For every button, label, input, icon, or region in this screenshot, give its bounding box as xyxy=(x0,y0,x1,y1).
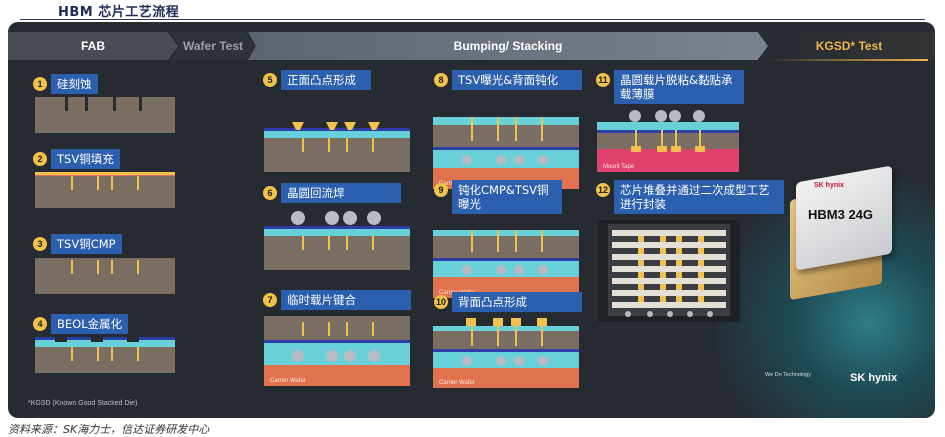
mount-tape-label: Mount Tape xyxy=(603,164,635,170)
wafer-reflow-illustration xyxy=(264,211,410,270)
step-number: 9 xyxy=(434,183,448,197)
step-6: 6 晶圆回流焊 xyxy=(263,183,401,203)
step-label: TSV铜填充 xyxy=(51,149,120,169)
process-flow-panel: FAB Wafer Test Bumping/ Stacking KGSD* T… xyxy=(8,22,935,418)
phase-wafer-test-arrow xyxy=(172,32,254,60)
phase-fab: FAB xyxy=(8,32,178,60)
passivation-cmp-illustration: Carrier Wafer xyxy=(433,230,579,298)
footnote: *KGSD (Known Good Stacked Die) xyxy=(28,400,138,407)
step-label: 正面凸点形成 xyxy=(281,70,371,90)
brand-logo: SK hynix xyxy=(850,372,898,384)
carrier-wafer-label: Carrier Wafer xyxy=(439,380,475,386)
step-number: 10 xyxy=(434,295,448,309)
hbm3-chip-image: SK hynix HBM3 24G xyxy=(780,162,900,302)
step-label: TSV铜CMP xyxy=(51,234,122,254)
step-label: 临时载片键合 xyxy=(281,290,411,310)
step-label: 钝化CMP&TSV铜曝光 xyxy=(452,180,562,214)
temporary-carrier-bonding-illustration: Carrier Wafer xyxy=(264,316,410,386)
step-label: 芯片堆叠并通过二次成型工艺进行封装 xyxy=(614,180,784,214)
debond-mount-tape-illustration: Mount Tape xyxy=(597,108,739,172)
passivation-cmp-drawing xyxy=(433,230,579,298)
step-12: 12 芯片堆叠并通过二次成型工艺进行封装 xyxy=(596,180,784,214)
kgsd-underline xyxy=(768,59,928,61)
tsv-copper-cmp-illustration xyxy=(35,258,175,294)
beol-metallization-illustration xyxy=(35,337,175,373)
step-4: 4 BEOL金属化 xyxy=(33,314,129,334)
step-9: 9 钝化CMP&TSV铜曝光 xyxy=(434,180,562,214)
brand-slogan: We Do Technology xyxy=(765,372,811,378)
phase-wafer-test: Wafer Test xyxy=(182,39,243,53)
step-number: 11 xyxy=(596,73,610,87)
step-number: 3 xyxy=(33,237,47,251)
step-label: TSV曝光&背面钝化 xyxy=(452,70,582,90)
step-1: 1 硅刻蚀 xyxy=(33,74,98,94)
step-number: 12 xyxy=(596,183,610,197)
step-3: 3 TSV铜CMP xyxy=(33,234,122,254)
step-number: 2 xyxy=(33,152,47,166)
carrier-wafer-label: Carrier Wafer xyxy=(270,378,306,384)
backside-bump-illustration: Carrier Wafer xyxy=(433,318,579,388)
step-number: 4 xyxy=(33,317,47,331)
step-label: 晶圆载片脱粘&黏贴承载薄膜 xyxy=(614,70,744,104)
step-label: 晶圆回流焊 xyxy=(281,183,401,203)
step-11: 11 晶圆载片脱粘&黏贴承载薄膜 xyxy=(596,70,744,104)
temporary-carrier-bonding-drawing xyxy=(264,316,410,386)
step-number: 5 xyxy=(263,73,277,87)
step-7: 7 临时载片键合 xyxy=(263,290,411,310)
backside-bump-drawing xyxy=(433,318,579,388)
step-10: 10 背面凸点形成 xyxy=(434,292,582,312)
chip-name: HBM3 24G xyxy=(808,207,874,222)
chip-logo: SK hynix xyxy=(814,182,844,189)
phase-bumping-stacking: Bumping/ Stacking xyxy=(248,32,768,60)
step-8: 8 TSV曝光&背面钝化 xyxy=(434,70,582,90)
step-label: BEOL金属化 xyxy=(51,314,129,334)
tsv-reveal-passivation-illustration: Carrier Wafer xyxy=(433,117,579,189)
silicon-etch-illustration xyxy=(35,97,175,133)
title-divider xyxy=(20,19,925,20)
step-2: 2 TSV铜填充 xyxy=(33,149,120,169)
debond-mount-tape-drawing xyxy=(597,110,739,172)
step-label: 背面凸点形成 xyxy=(452,292,582,312)
phase-kgsd-test: KGSD* Test xyxy=(763,32,935,60)
tsv-reveal-passivation-drawing xyxy=(433,117,579,189)
step-label: 硅刻蚀 xyxy=(51,74,98,94)
step-number: 6 xyxy=(263,186,277,200)
step-number: 7 xyxy=(263,293,277,307)
step-5: 5 正面凸点形成 xyxy=(263,70,371,90)
page-title: HBM 芯片工艺流程 xyxy=(58,5,180,20)
tsv-copper-fill-illustration xyxy=(35,172,175,208)
source-note: 资料来源：SK海力士，信达证券研发中心 xyxy=(8,423,210,436)
die-stacking-illustration xyxy=(598,220,740,322)
front-bump-illustration xyxy=(264,122,410,172)
step-number: 8 xyxy=(434,73,448,87)
step-number: 1 xyxy=(33,77,47,91)
